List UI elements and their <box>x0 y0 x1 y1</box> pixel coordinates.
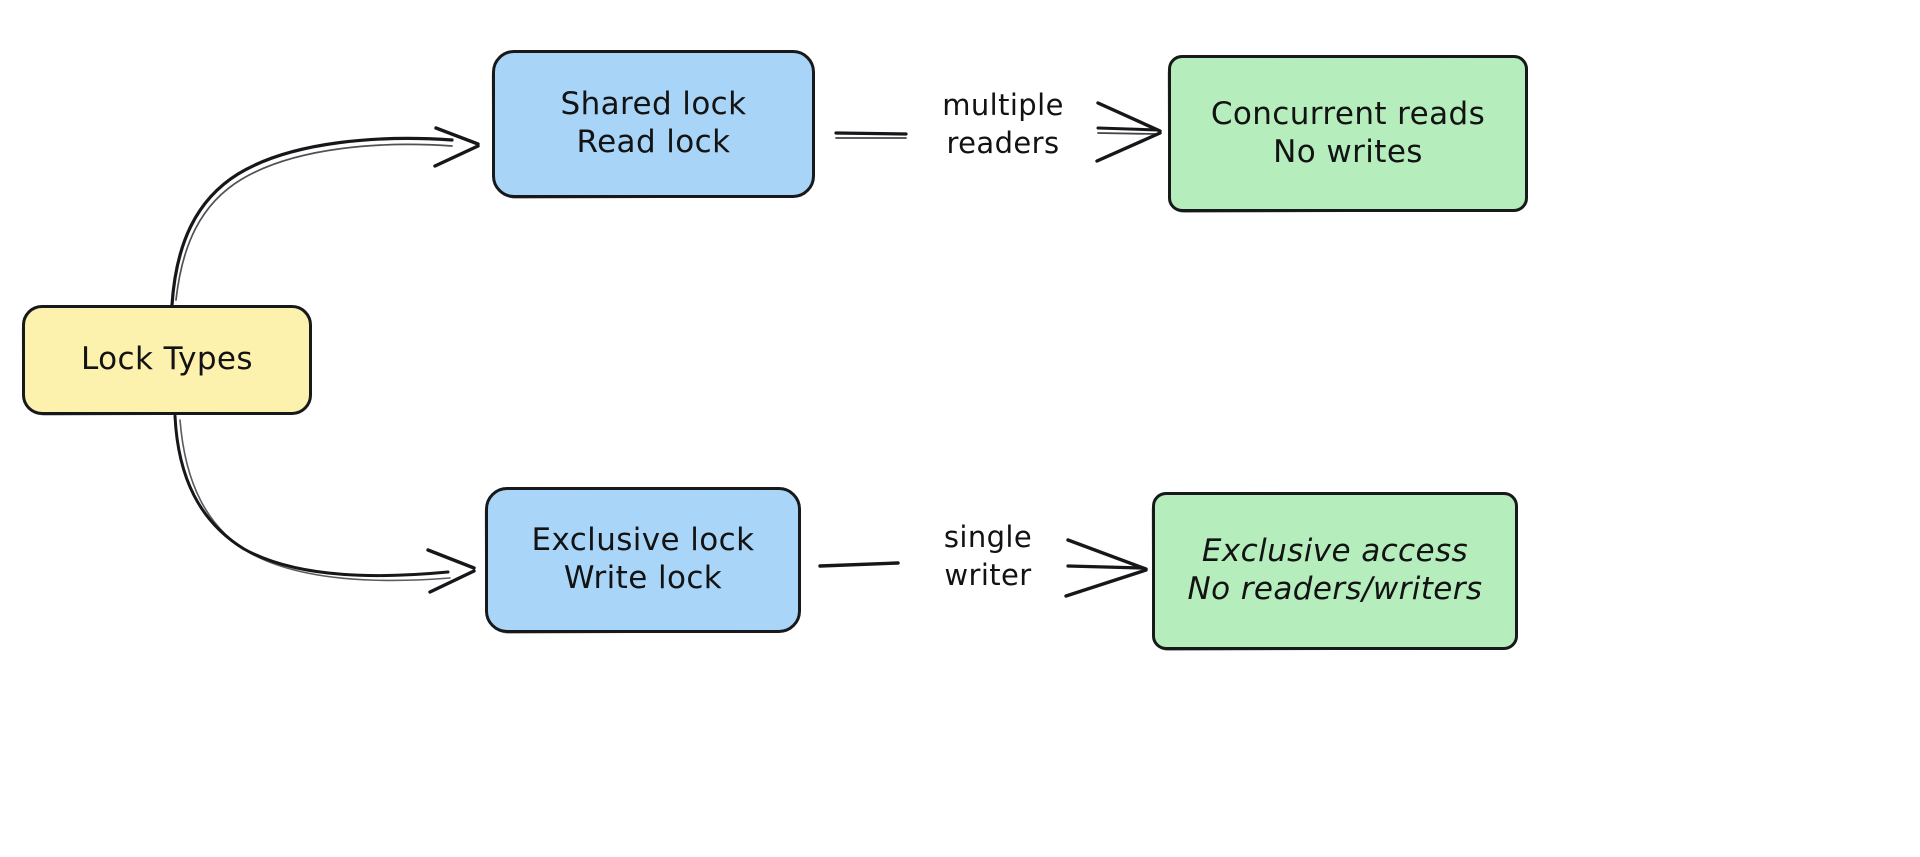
edge-root-to-exclusive <box>173 414 476 594</box>
edge-root-to-shared <box>170 126 480 307</box>
node-lock-types[interactable]: Lock Types <box>22 305 312 415</box>
node-concurrent-reads-shape <box>1168 55 1528 212</box>
node-exclusive-access-label: Exclusive access No readers/writers <box>1187 533 1483 607</box>
node-lock-types-label: Lock Types <box>81 341 253 378</box>
node-shared-lock-shape <box>492 50 815 198</box>
node-exclusive-lock-label: Exclusive lock Write lock <box>531 522 755 596</box>
node-concurrent-reads-label: Concurrent reads No writes <box>1210 95 1486 170</box>
node-shared-lock[interactable]: Shared lock Read lock <box>492 50 815 198</box>
node-exclusive-lock[interactable]: Exclusive lock Write lock <box>485 487 801 633</box>
node-shared-lock-label: Shared lock Read lock <box>560 86 747 160</box>
node-exclusive-lock-shape <box>485 487 801 633</box>
edge-label-multiple-readers: multiple readers <box>942 88 1064 161</box>
node-lock-types-shape <box>22 305 312 415</box>
node-concurrent-reads[interactable]: Concurrent reads No writes <box>1168 55 1528 212</box>
node-exclusive-access[interactable]: Exclusive access No readers/writers <box>1152 492 1518 650</box>
edge-label-single-writer: single writer <box>943 520 1033 593</box>
node-exclusive-access-shape <box>1152 492 1518 650</box>
